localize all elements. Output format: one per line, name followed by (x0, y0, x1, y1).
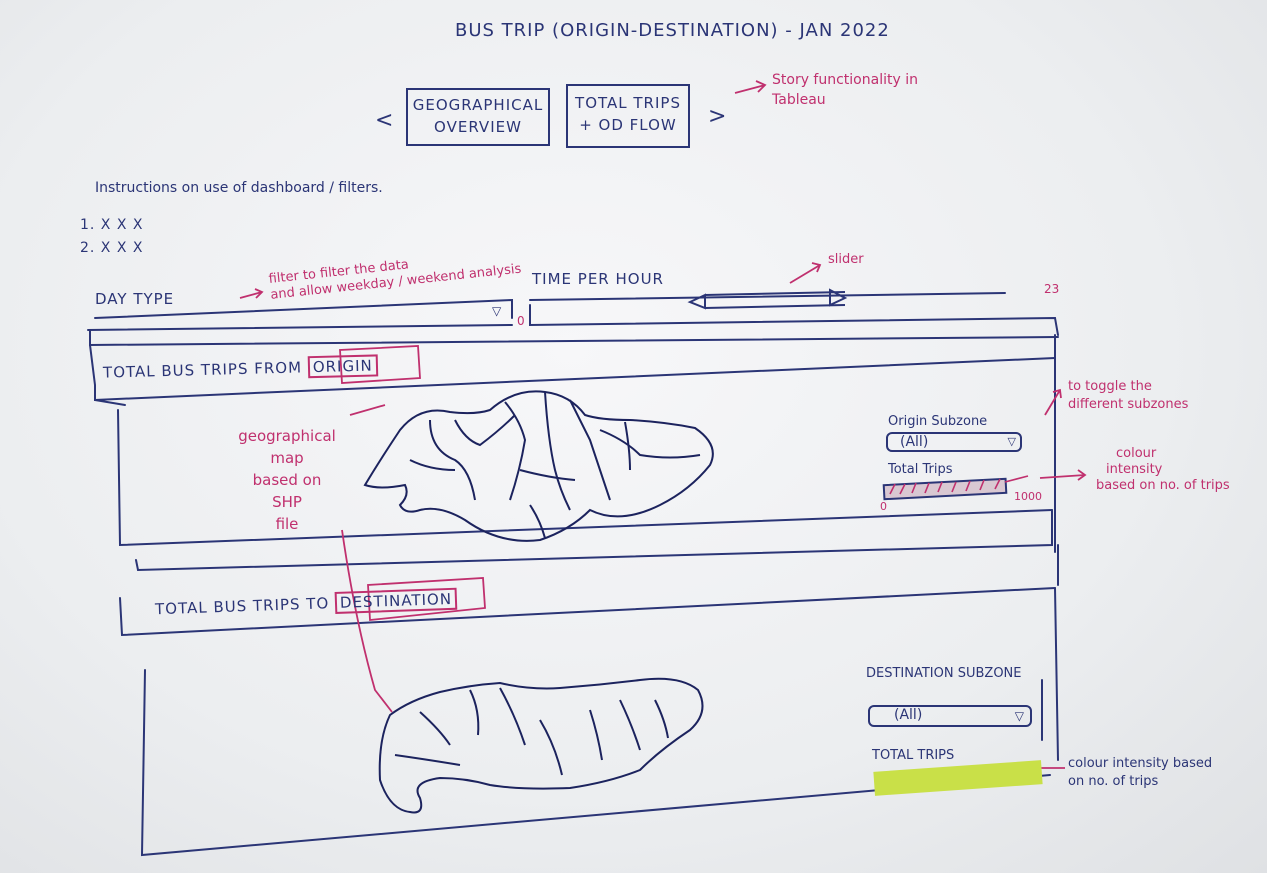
tab-total-trips-od-flow[interactable]: TOTAL TRIPS + OD FLOW (566, 84, 690, 148)
note-line: based on no. of trips (1096, 478, 1230, 493)
toggle-note: to toggle the different subzones (1068, 378, 1188, 414)
next-arrow-button[interactable]: > (708, 104, 728, 129)
page-title: BUS TRIP (ORIGIN-DESTINATION) - JAN 2022 (455, 20, 890, 41)
day-type-dropdown-arrow[interactable]: ▽ (492, 304, 503, 318)
note-line: geographical (238, 427, 336, 445)
tab-line-2: OVERVIEW (434, 118, 522, 136)
map-note: geographical map based on SHP file (232, 425, 342, 535)
slider-note: slider (828, 252, 864, 267)
time-max-label: 23 (1044, 282, 1060, 296)
note-line: intensity (1106, 462, 1163, 477)
chevron-down-icon: ▽ (1014, 709, 1024, 723)
story-note: Story functionality in Tableau (772, 70, 918, 110)
instruction-item: 2. X X X (80, 240, 144, 256)
tab-line-1: TOTAL TRIPS (575, 94, 681, 112)
note-line: colour intensity based (1068, 756, 1213, 771)
note-line: to toggle the (1068, 379, 1152, 394)
origin-map-shape (363, 390, 714, 542)
dropdown-value: (All) (900, 434, 929, 450)
slider-track (687, 288, 848, 310)
color-intensity-note: colour intensity based on no. of trips (1096, 446, 1230, 494)
tab-geographical-overview[interactable]: GEOGRAPHICAL OVERVIEW (406, 88, 550, 146)
origin-subzone-label: Origin Subzone (888, 414, 988, 429)
note-line: Story functionality in (772, 72, 918, 88)
day-type-label: DAY TYPE (95, 290, 175, 308)
note-line: map (270, 449, 304, 467)
destination-subzone-dropdown[interactable]: (All) ▽ (868, 705, 1032, 727)
destination-subzone-label: DESTINATION SUBZONE (866, 666, 1022, 681)
origin-subzone-dropdown[interactable]: (All) ▽ (886, 432, 1022, 452)
note-line: different subzones (1068, 397, 1189, 412)
note-line: based on (252, 471, 322, 489)
origin-scale-max: 1000 (1014, 490, 1042, 503)
title-highlight: DESTINATION (334, 587, 458, 614)
note-line: file (275, 515, 299, 533)
origin-total-trips-label: Total Trips (888, 462, 953, 477)
destination-color-note: colour intensity based on no. of trips (1068, 755, 1212, 791)
dropdown-value: (All) (894, 707, 923, 723)
destination-total-trips-label: TOTAL TRIPS (872, 748, 955, 763)
origin-color-legend (882, 475, 1029, 501)
title-highlight: ORIGIN (307, 354, 379, 379)
instruction-item: 1. X X X (80, 217, 144, 233)
note-line: colour (1116, 446, 1157, 461)
tab-line-2: + OD FLOW (579, 116, 677, 134)
origin-scale-min: 0 (880, 500, 887, 513)
destination-color-legend (873, 760, 1043, 796)
time-per-hour-label: TIME PER HOUR (532, 270, 664, 288)
time-min-label: 0 (517, 314, 525, 328)
instructions-heading: Instructions on use of dashboard / filte… (95, 180, 383, 196)
destination-map-shape (378, 677, 704, 814)
note-line: Tableau (772, 92, 826, 108)
time-slider-handle[interactable] (690, 290, 846, 310)
note-line: on no. of trips (1068, 774, 1159, 789)
prev-arrow-button[interactable]: < (375, 108, 395, 133)
note-line: SHP (272, 493, 302, 511)
chevron-down-icon: ▽ (1007, 435, 1016, 448)
tab-line-1: GEOGRAPHICAL (412, 96, 544, 114)
